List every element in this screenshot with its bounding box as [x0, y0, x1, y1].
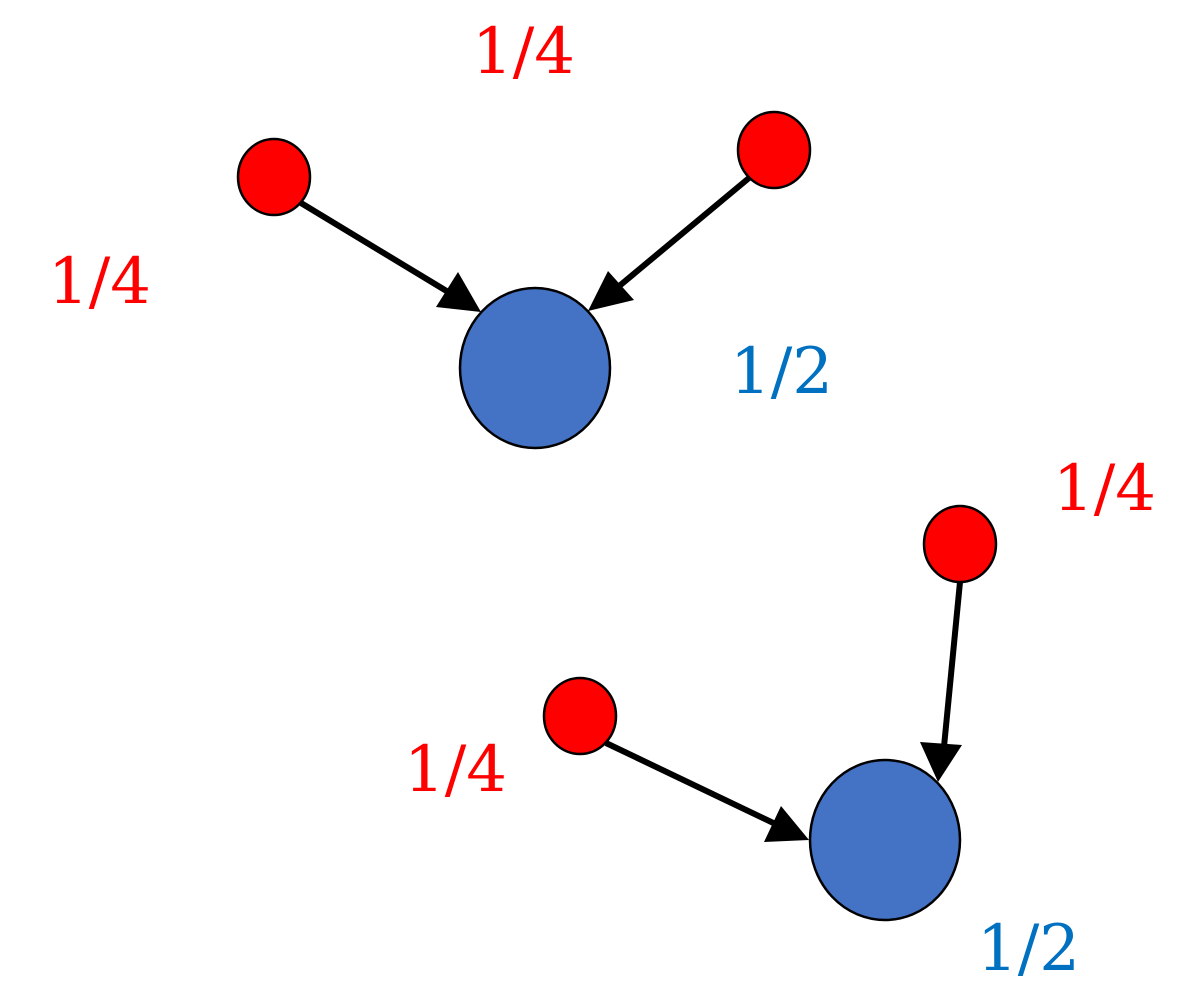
- source-label-g2-left: 1/4: [404, 733, 507, 807]
- edge-g2-top-to-large: [940, 581, 963, 758]
- target-node-g2: [808, 758, 962, 922]
- group-2: 1/4 1/4 1/2: [404, 452, 1156, 986]
- source-label-g2-top: 1/4: [1053, 452, 1156, 526]
- source-node-g2-top: [922, 504, 998, 584]
- arrowhead-g1-left: [436, 272, 481, 312]
- source-label-g1-left: 1/4: [48, 245, 151, 319]
- arrowhead-g1-right: [588, 271, 634, 311]
- edge-g1-left-to-large: [299, 200, 475, 310]
- source-node-g1-right: [736, 110, 812, 190]
- target-node-g1: [458, 286, 612, 450]
- source-node-g1-left: [236, 137, 312, 217]
- edge-g1-right-to-large: [598, 175, 751, 305]
- source-label-g1-right: 1/4: [472, 15, 575, 89]
- group-1: 1/4 1/4 1/2: [48, 15, 833, 450]
- target-label-g1: 1/2: [730, 335, 833, 409]
- arrowhead-g2-top: [920, 742, 962, 782]
- target-label-g2: 1/2: [977, 912, 1080, 986]
- edge-g2-left-to-large: [604, 740, 792, 834]
- arrowhead-g2-left: [764, 806, 809, 842]
- source-node-g2-left: [542, 676, 618, 756]
